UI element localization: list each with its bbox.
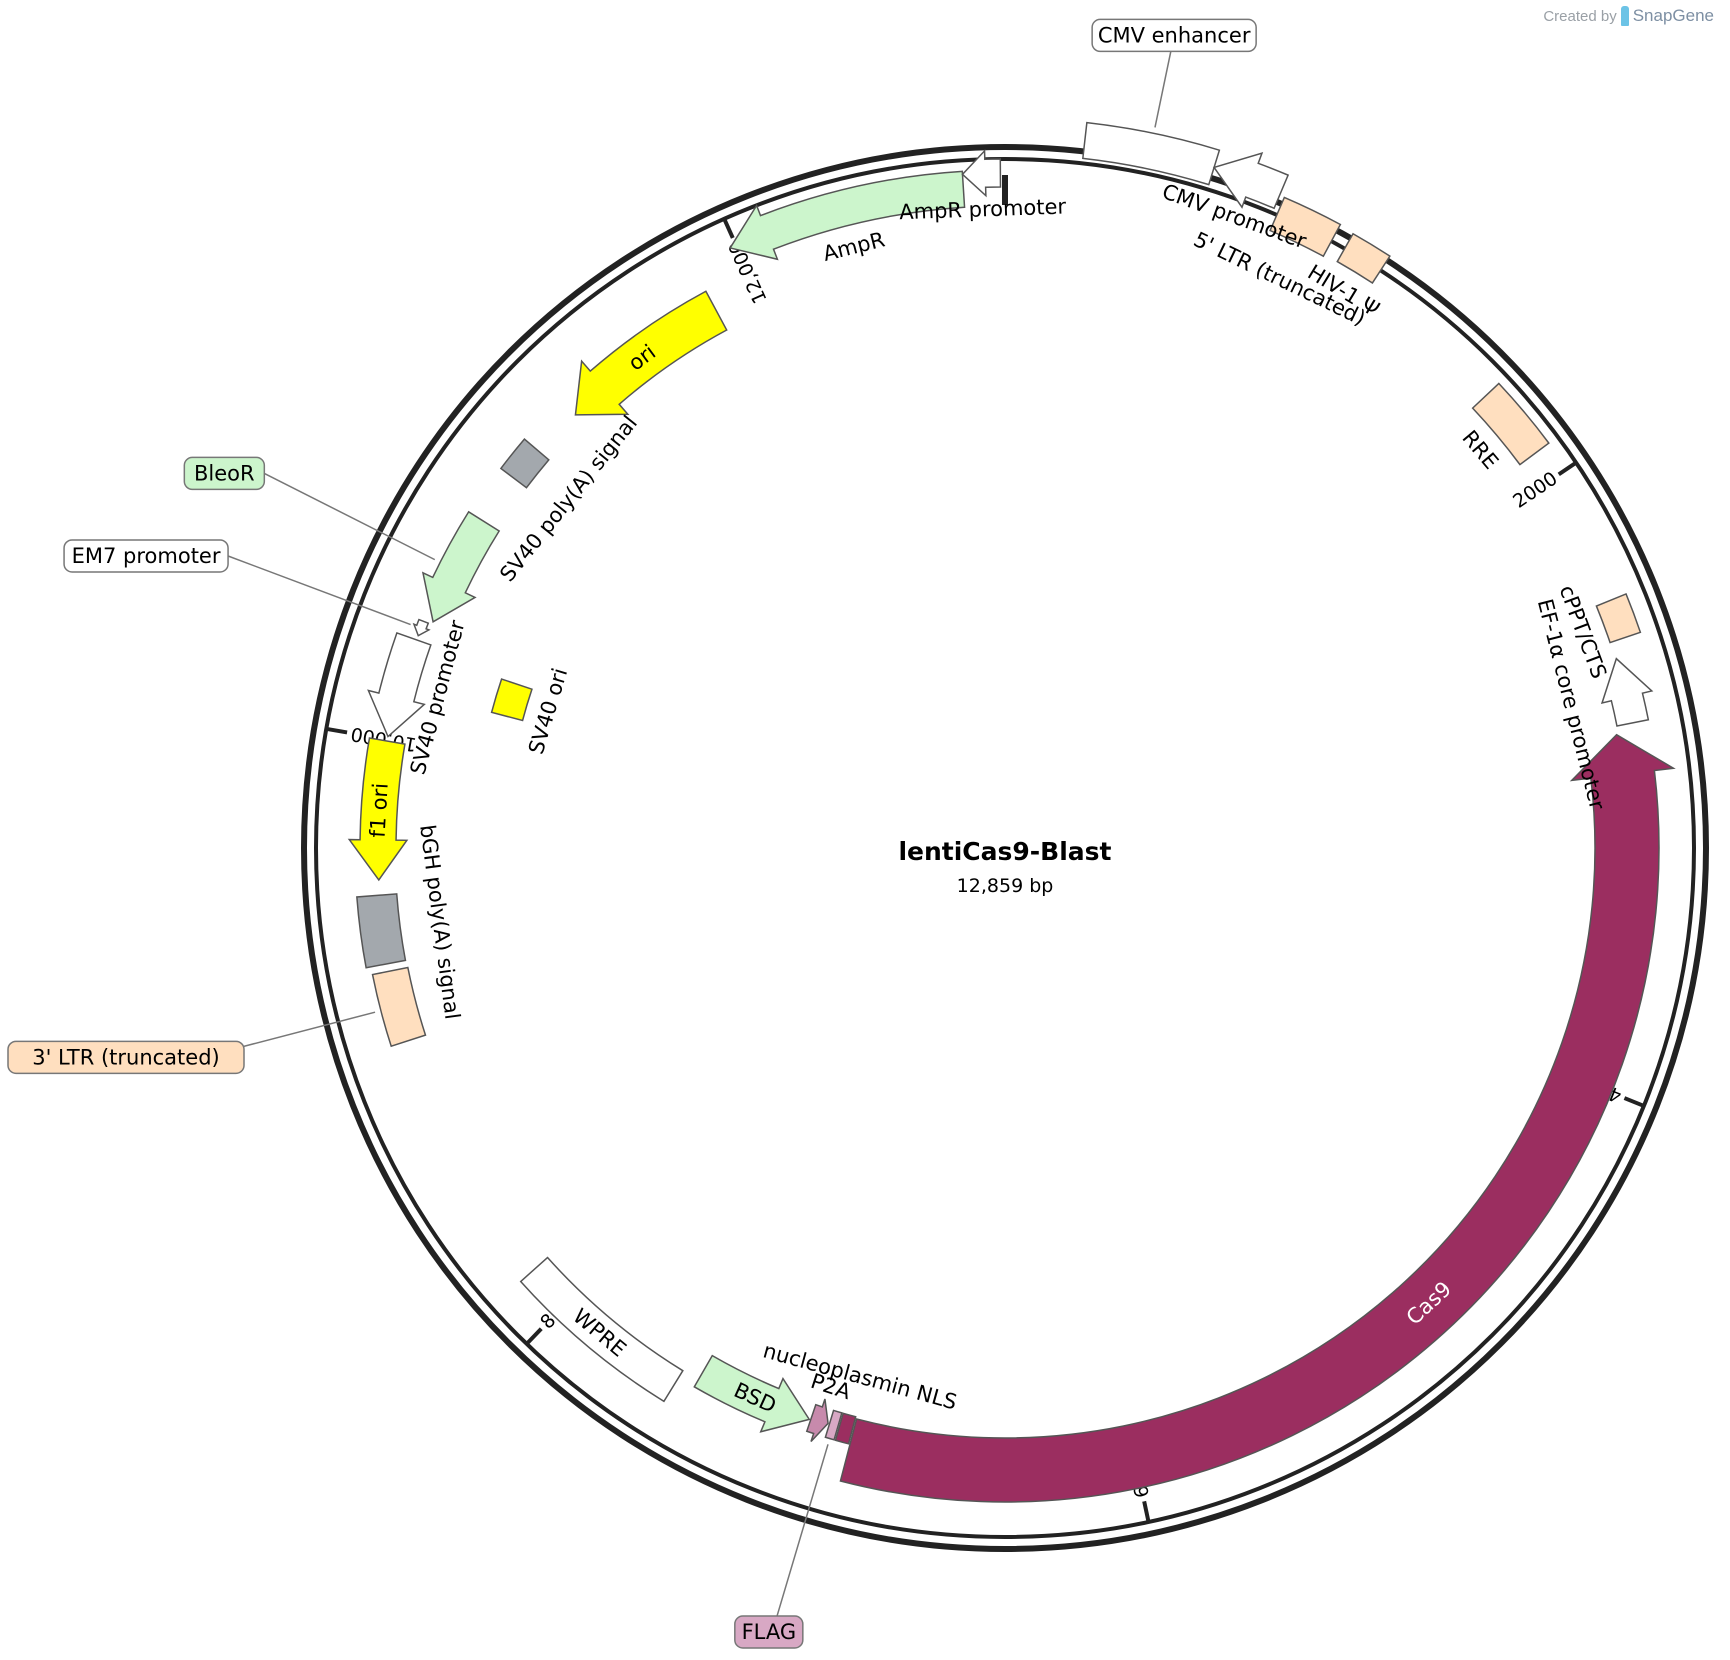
label-em7: EM7 promoter xyxy=(72,544,221,568)
tick-label-2000: 2000 xyxy=(1509,467,1561,512)
feature-bleor[interactable] xyxy=(421,510,501,623)
feature-sv40-pa[interactable] xyxy=(499,438,550,489)
tick-6000 xyxy=(1142,1500,1151,1524)
tick-2000 xyxy=(1557,460,1579,477)
feature-cmv-promoter[interactable] xyxy=(1212,152,1290,210)
callout-box-bleor[interactable] xyxy=(183,456,266,491)
feature-ampr-prom[interactable] xyxy=(961,149,1002,198)
feature-nls[interactable] xyxy=(834,1412,857,1445)
snapgene-logo-icon xyxy=(1620,6,1629,26)
feature-hiv-psi[interactable] xyxy=(1336,232,1391,284)
label-ampr: AmpR xyxy=(821,227,888,266)
credit-brand: SnapGene xyxy=(1632,6,1714,25)
feature-cas9[interactable] xyxy=(839,733,1676,1503)
backbone xyxy=(301,144,1709,1552)
callout-line-bleor xyxy=(263,472,436,561)
label-f1ori: f1 ori xyxy=(366,782,393,838)
plasmid-length: 12,859 bp xyxy=(957,875,1054,897)
feature-p2a[interactable] xyxy=(805,1398,829,1443)
feature-ef1a[interactable] xyxy=(1600,657,1654,727)
feature-ltr5[interactable] xyxy=(1269,196,1342,258)
label-flag: FLAG xyxy=(742,1620,797,1644)
feature-cppt[interactable] xyxy=(1595,592,1642,644)
callout-box-cmv-enhancer[interactable] xyxy=(1091,18,1257,53)
snapgene-credit: Created by SnapGene xyxy=(1543,6,1714,26)
backbone-outer-ring xyxy=(301,144,1709,1552)
features xyxy=(347,121,1676,1503)
feature-sv40-ori[interactable] xyxy=(490,678,533,722)
feature-rre[interactable] xyxy=(1471,382,1550,466)
tick-10000 xyxy=(325,726,348,735)
feature-f1ori[interactable] xyxy=(347,737,409,882)
callout-box-flag[interactable] xyxy=(734,1615,804,1649)
callout-line-flag xyxy=(768,1444,829,1644)
label-bgh: bGH poly(A) signal xyxy=(415,823,464,1021)
callout-box-ltr3[interactable] xyxy=(7,1040,245,1075)
feature-bsd[interactable] xyxy=(693,1354,811,1433)
feature-ori[interactable] xyxy=(574,290,728,416)
tick-12000 xyxy=(721,217,735,239)
feature-ltr3[interactable] xyxy=(371,966,427,1048)
label-bleor: BleoR xyxy=(194,461,255,485)
feature-wpre[interactable] xyxy=(519,1256,684,1403)
feature-em7[interactable] xyxy=(412,618,431,637)
backbone-inner-ring xyxy=(314,157,1696,1539)
label-sv40-pa: SV40 poly(A) signal xyxy=(495,411,642,586)
feature-sv40-prom[interactable] xyxy=(367,631,432,738)
credit-prefix: Created by xyxy=(1543,7,1617,25)
label-ltr3: 3' LTR (truncated) xyxy=(32,1045,219,1069)
feature-bgh[interactable] xyxy=(356,893,407,969)
callout-box-em7[interactable] xyxy=(63,539,229,573)
feature-ampr[interactable] xyxy=(728,170,966,261)
feature-flag[interactable] xyxy=(824,1409,843,1441)
tick-4000 xyxy=(1623,1096,1646,1109)
tick-8000 xyxy=(524,1327,543,1347)
label-ampr-prom: AmpR promoter xyxy=(899,194,1067,224)
plasmid-name: lentiCas9-Blast xyxy=(898,837,1111,866)
label-cmv-enhancer: CMV enhancer xyxy=(1098,23,1251,47)
callout-line-em7 xyxy=(227,555,411,626)
label-sv40-ori: SV40 ori xyxy=(524,665,572,757)
